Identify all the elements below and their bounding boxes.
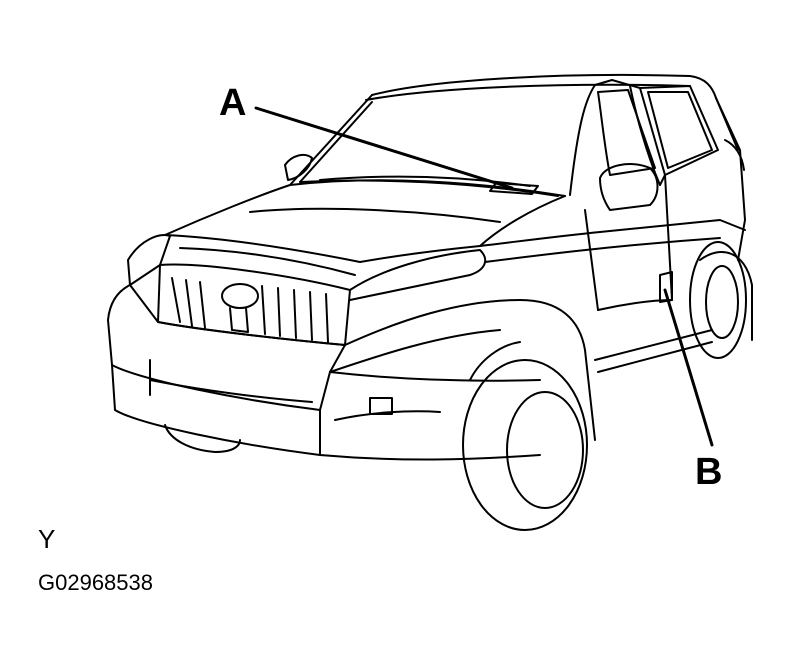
marker-a-target bbox=[490, 183, 538, 194]
callout-label-b: B bbox=[695, 451, 723, 493]
callout-label-a: A bbox=[219, 82, 247, 124]
leader-line-a bbox=[256, 108, 512, 188]
figure-id: G02968538 bbox=[38, 570, 153, 595]
suv-body-outline bbox=[108, 75, 752, 530]
marker-b-target bbox=[660, 272, 672, 302]
grille bbox=[172, 278, 328, 342]
figure-caption: Y bbox=[38, 524, 56, 554]
emblem-icon bbox=[222, 284, 258, 308]
leader-line-b bbox=[665, 290, 712, 445]
